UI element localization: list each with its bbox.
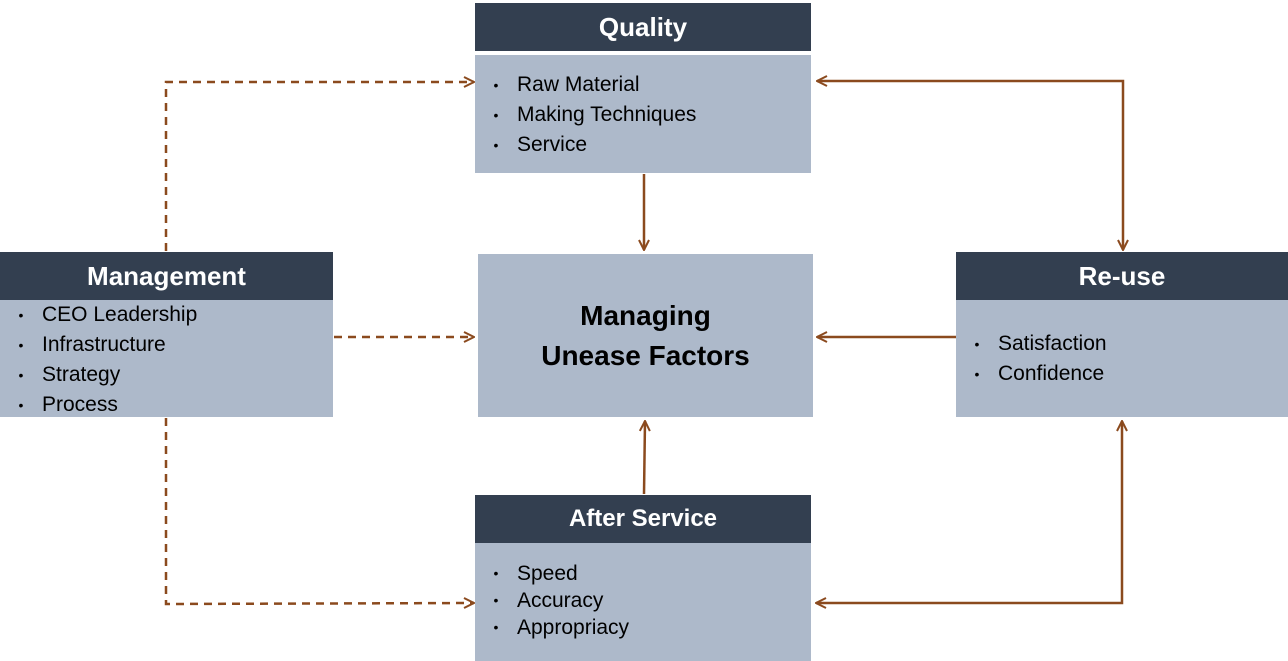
list-item: •Making Techniques — [493, 103, 697, 126]
arrow-after-service-to-center — [644, 421, 645, 495]
management-node: Management •CEO Leadership •Infrastructu… — [0, 252, 333, 417]
reuse-body: •Satisfaction •Confidence — [956, 300, 1288, 417]
management-body: •CEO Leadership •Infrastructure •Strateg… — [0, 300, 333, 417]
list-item: •Satisfaction — [974, 332, 1107, 355]
list-item: •Strategy — [18, 363, 121, 386]
quality-header: Quality — [475, 3, 811, 51]
quality-title: Quality — [598, 11, 688, 42]
arrow-after-service-reuse — [816, 421, 1122, 603]
management-list: •CEO Leadership •Infrastructure •Strateg… — [14, 300, 333, 420]
quality-node: Quality •Raw Material •Making Techniques… — [475, 3, 811, 173]
after-service-title: After Service — [568, 505, 718, 532]
management-title: Management — [87, 260, 246, 291]
after-service-list: •Speed •Accuracy •Appropriacy — [489, 560, 811, 641]
list-item: •Process — [18, 393, 118, 416]
list-item: •Raw Material — [493, 73, 640, 96]
after-service-header: After Service — [475, 495, 811, 543]
list-item: •Appropriacy — [493, 616, 630, 639]
arrow-management-to-after-service — [164, 418, 474, 604]
center-title-line1: Managing — [580, 299, 711, 331]
list-item: •Infrastructure — [18, 333, 166, 356]
quality-list: •Raw Material •Making Techniques •Servic… — [489, 70, 811, 160]
reuse-title: Re-use — [1078, 260, 1166, 291]
reuse-list: •Satisfaction •Confidence — [970, 329, 1288, 389]
list-item: •Confidence — [974, 362, 1105, 385]
center-title-line2: Unease Factors — [541, 339, 750, 371]
list-item: •Service — [493, 133, 588, 156]
arrow-quality-reuse — [817, 81, 1123, 250]
after-service-body: •Speed •Accuracy •Appropriacy — [475, 543, 811, 661]
reuse-header: Re-use — [956, 252, 1288, 300]
reuse-node: Re-use •Satisfaction •Confidence — [956, 252, 1288, 417]
arrow-management-to-quality — [164, 82, 474, 251]
management-header: Management — [0, 252, 333, 300]
list-item: •Accuracy — [493, 589, 604, 612]
after-service-node: After Service •Speed •Accuracy •Appropri… — [475, 495, 811, 661]
list-item: •Speed — [493, 562, 578, 585]
center-node: Managing Unease Factors — [478, 254, 813, 417]
quality-body: •Raw Material •Making Techniques •Servic… — [475, 55, 811, 173]
list-item: •CEO Leadership — [18, 303, 198, 326]
